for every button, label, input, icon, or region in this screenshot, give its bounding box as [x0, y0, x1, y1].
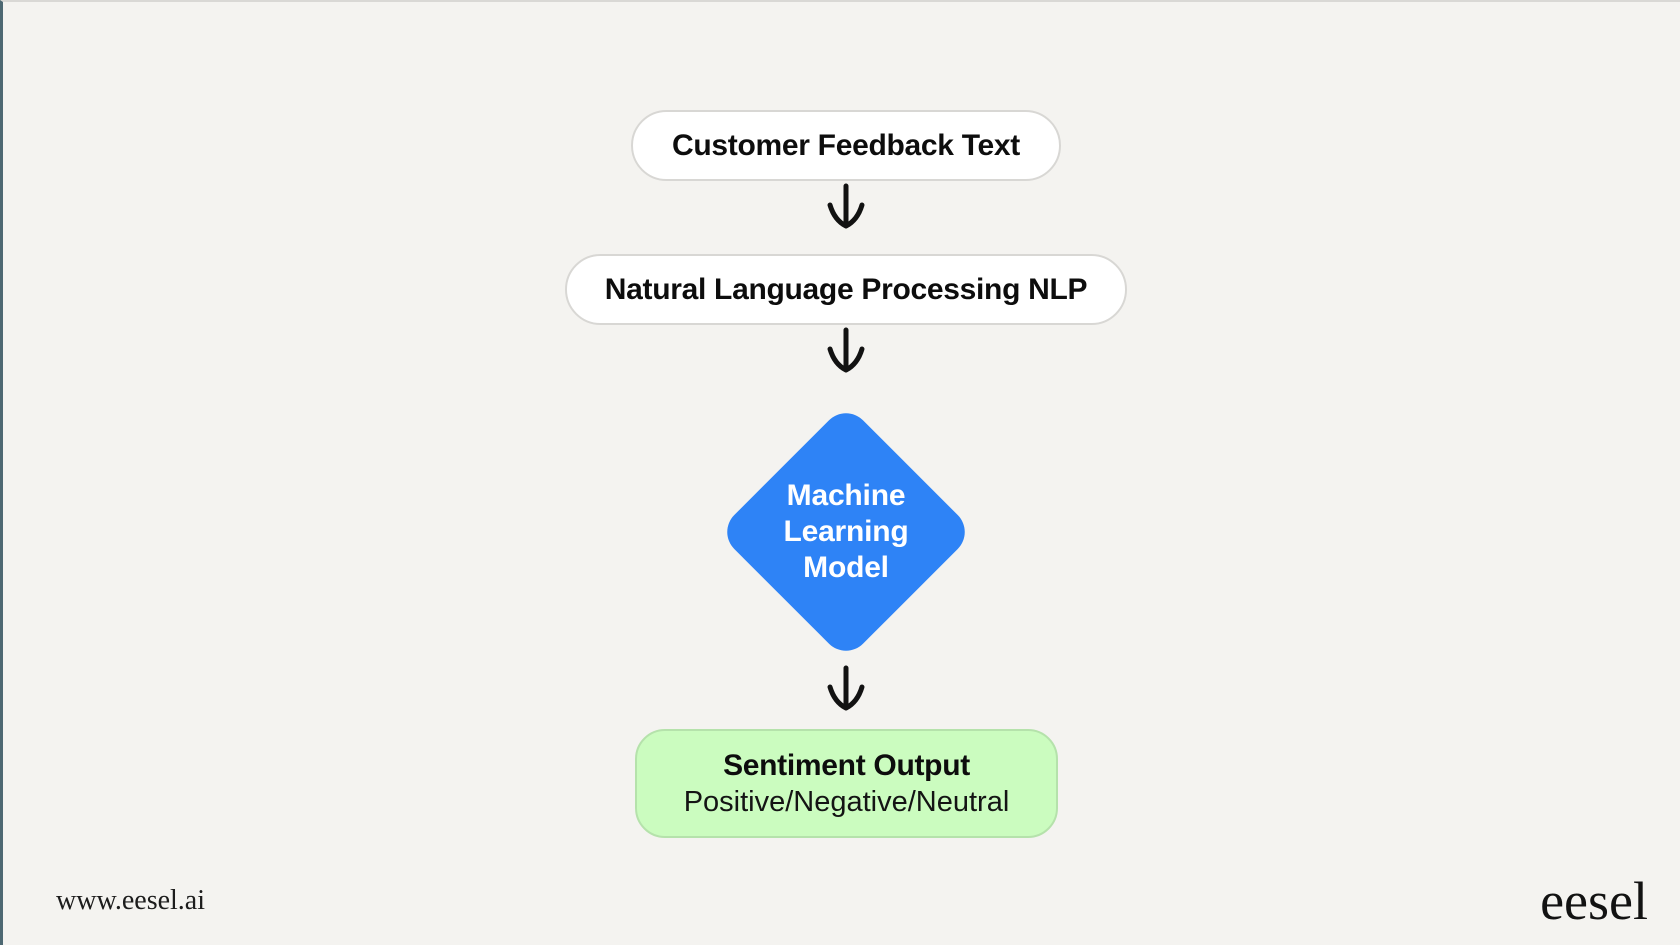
node-sentiment-output: Sentiment Output Positive/Negative/Neutr…: [635, 729, 1058, 838]
website-url: www.eesel.ai: [56, 885, 206, 916]
sentiment-output-title: Sentiment Output: [723, 748, 970, 782]
node-customer-feedback-label: Customer Feedback Text: [672, 128, 1020, 162]
node-customer-feedback-text: Customer Feedback Text: [631, 110, 1061, 181]
node-machine-learning-model: Machine Learning Model: [717, 403, 975, 661]
node-ml-model-label: Machine Learning Model: [755, 441, 937, 623]
eesel-logo: eesel: [1540, 871, 1648, 931]
ml-label-line-2: Learning: [783, 515, 909, 548]
arrow-down-icon: [827, 327, 865, 373]
arrow-down-icon: [827, 665, 865, 711]
ml-label-line-1: Machine: [786, 479, 906, 512]
node-nlp-label: Natural Language Processing NLP: [604, 272, 1088, 306]
arrow-down-icon: [827, 183, 865, 229]
ml-label-line-3: Model: [803, 551, 889, 584]
sentiment-output-subtitle: Positive/Negative/Neutral: [683, 785, 1010, 818]
node-natural-language-processing: Natural Language Processing NLP: [565, 254, 1127, 325]
